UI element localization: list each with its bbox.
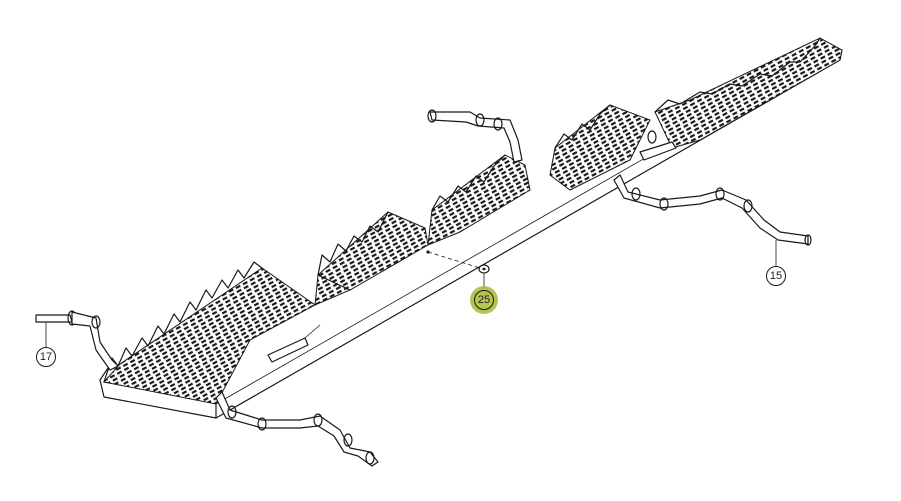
washer-icon <box>478 264 490 274</box>
crankshaft-right <box>613 174 812 246</box>
washer-part-25[interactable] <box>426 250 490 274</box>
callout-15-circle <box>766 266 786 286</box>
callout-25-label: 25 <box>478 294 490 306</box>
grate-step-3 <box>427 154 531 246</box>
callout-15[interactable]: 15 <box>766 240 786 286</box>
callout-17-label: 17 <box>40 351 52 363</box>
grate-step-5 <box>654 37 843 149</box>
callout-17[interactable]: 17 <box>36 322 56 367</box>
crankshaft-bottom <box>215 391 379 467</box>
crankshaft-top <box>427 109 523 163</box>
grate-step-2 <box>317 211 429 291</box>
straw-walker-body <box>99 37 843 419</box>
callout-17-circle <box>36 347 56 367</box>
callout-25-circle <box>474 290 494 310</box>
callout-15-label: 15 <box>770 270 782 282</box>
callout-25[interactable]: 25 <box>470 274 498 314</box>
crankshaft-left <box>35 310 119 371</box>
grate-step-1 <box>103 267 316 405</box>
